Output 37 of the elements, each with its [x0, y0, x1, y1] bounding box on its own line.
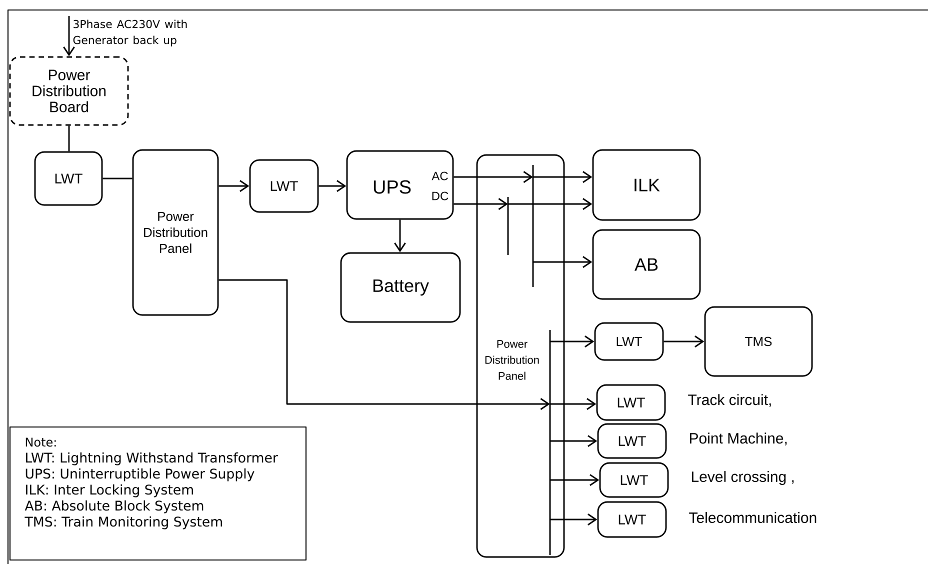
arrow	[218, 279, 550, 410]
distribution-panel-box: Power Distribution Panel	[132, 149, 219, 316]
distribution-panel-box: Power Distribution Panel	[476, 154, 565, 558]
arrow	[550, 336, 594, 348]
ups-box: UPS AC DC	[346, 150, 454, 220]
arrow	[508, 198, 592, 210]
arrow	[533, 256, 592, 268]
distribution-board-box: Power Distribution Board	[9, 56, 129, 126]
arrow	[318, 180, 346, 192]
transformer-box: LWT Telecommunication	[597, 501, 816, 538]
arrow	[394, 220, 406, 252]
arrow	[454, 171, 533, 183]
transformer-box: LWT Level crossing ,	[599, 462, 794, 498]
note-box: Note: LWT: Lightning Withstand Transformer UPS: Uninterruptible Power Supply ILK: Inter Locking System AB: Absolute Block System TMS: Train Monitoring System	[9, 426, 307, 561]
side-label: Point Machine,	[690, 432, 787, 446]
transformer-box: LWT Point Machine,	[597, 423, 787, 459]
transformer-box: LWT	[34, 151, 103, 206]
arrow	[63, 16, 75, 56]
arrow	[550, 435, 598, 447]
arrow	[533, 171, 592, 183]
side-label: Level crossing ,	[692, 471, 794, 485]
side-label: Telecommunication	[689, 512, 816, 524]
arrow	[218, 180, 250, 192]
arrow	[550, 514, 598, 526]
transformer-box: LWT	[594, 322, 664, 361]
arrow	[664, 336, 704, 348]
arrow	[550, 474, 600, 486]
system-box: TMS	[704, 306, 813, 377]
transformer-box: LWT	[249, 159, 319, 213]
transformer-box: LWT Track circuit,	[596, 384, 771, 421]
system-box: ILK	[592, 149, 701, 221]
battery-box: Battery	[340, 252, 461, 323]
side-label: Track circuit,	[688, 394, 771, 407]
edge-label: 3Phase AC230V with Generator back up	[73, 20, 187, 46]
system-box: AB	[592, 229, 701, 300]
arrow	[550, 398, 596, 410]
arrow	[454, 198, 508, 210]
